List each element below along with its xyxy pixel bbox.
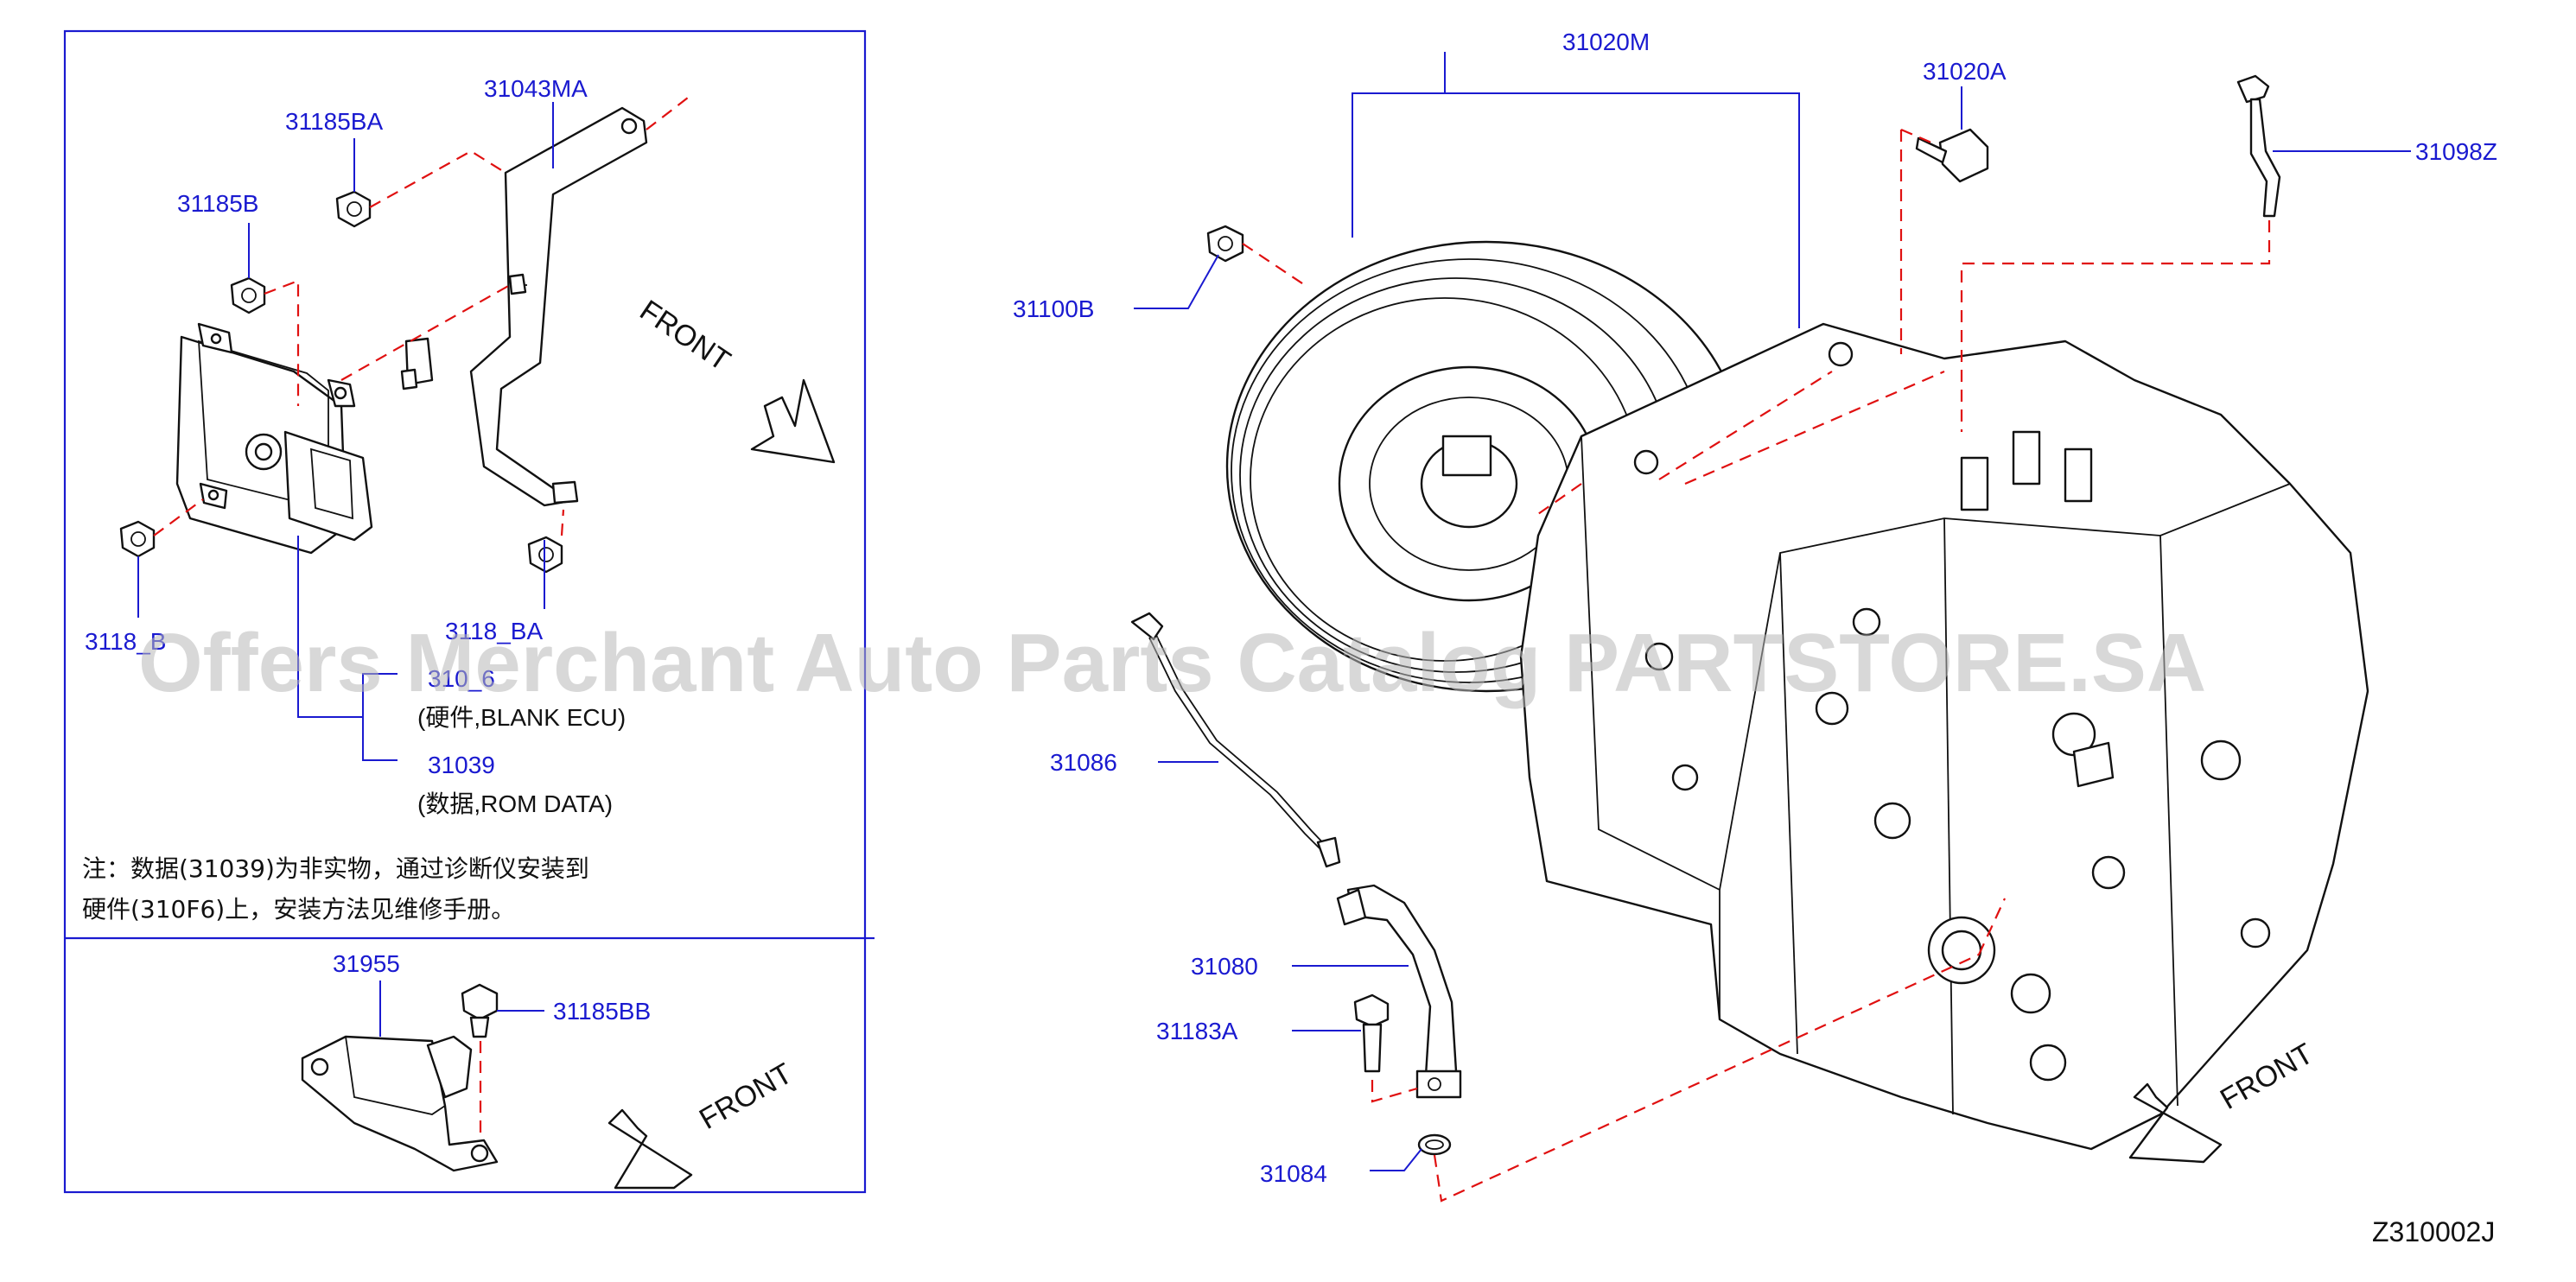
diagram-code: Z310002J — [2372, 1216, 2495, 1247]
label-31185bb: 31185BB — [553, 998, 651, 1025]
label-31086: 31086 — [1050, 749, 1117, 776]
label-31098z: 31098Z — [2415, 138, 2497, 165]
label-31020a: 31020A — [1923, 58, 2007, 85]
label-31020m: 31020M — [1562, 29, 1650, 55]
note-line-2: 硬件(310F6)上，安装方法见维修手册。 — [82, 895, 515, 923]
label-31185b-left: 3118_B — [85, 628, 166, 655]
leader-lines — [137, 52, 2411, 1171]
nut-31185ba-top — [335, 190, 372, 228]
label-31955: 31955 — [333, 950, 400, 977]
inset-frame — [63, 29, 875, 1194]
watermark-text: Offers Merchant Auto Parts Catalog PARTS… — [138, 617, 2206, 709]
bolt-31183a — [1353, 993, 1390, 1073]
nut-31100b — [1206, 225, 1306, 286]
bolt-31020a — [1899, 128, 1989, 354]
label-31185b-top: 31185B — [177, 190, 258, 217]
oring-31084 — [1417, 1133, 1452, 1156]
install-lines-main — [1371, 370, 2006, 1203]
ecu-module — [175, 322, 373, 555]
label-31084: 31084 — [1260, 1160, 1327, 1187]
label-31183a: 31183A — [1156, 1018, 1238, 1044]
bracket-31043ma — [400, 106, 648, 507]
transmission-case — [1519, 322, 2369, 1151]
sensor-31955 — [301, 1035, 499, 1172]
nut-31185b-left — [119, 520, 156, 558]
note-line-1: 注：数据(31039)为非实物，通过诊断仪安装到 — [82, 854, 589, 883]
front-arrow-inset-bottom — [607, 1108, 693, 1190]
label-310f6-desc: (硬件,BLANK ECU) — [417, 704, 626, 731]
install-lines-inset — [153, 94, 692, 536]
label-31039-desc: (数据,ROM DATA) — [417, 790, 613, 817]
breather-31098z — [1960, 74, 2281, 432]
label-31185ba-bottom: 3118_BA — [445, 618, 543, 644]
label-31080: 31080 — [1191, 953, 1258, 980]
label-31185ba-top: 31185BA — [285, 108, 383, 135]
front-arrow-inset-top — [750, 378, 836, 464]
oil-tube-31080 — [1336, 884, 1462, 1099]
front-text-inset-top: FRONT — [634, 294, 736, 378]
label-31043ma: 31043MA — [484, 75, 588, 102]
label-31100b: 31100B — [1013, 295, 1094, 322]
label-310f6: 310_6 — [428, 665, 495, 692]
front-text-inset-bottom: FRONT — [694, 1057, 798, 1135]
dipstick-31086 — [1130, 612, 1341, 868]
label-31039: 31039 — [428, 752, 495, 778]
nut-31185b-top — [230, 276, 266, 314]
front-text-main: FRONT — [2215, 1037, 2318, 1115]
front-arrow-main — [2128, 1082, 2223, 1164]
